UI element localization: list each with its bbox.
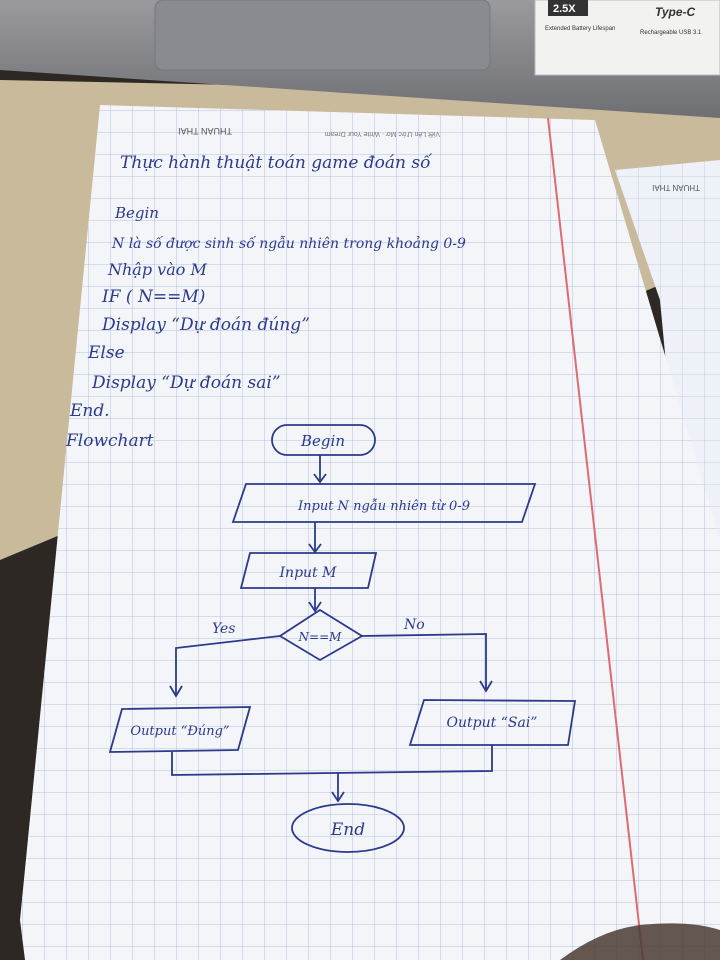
hand-shadow [560, 923, 720, 960]
output-false-label: Output “Sai” [447, 715, 538, 731]
battery-badge: 2.5X [553, 3, 576, 15]
yes-branch-line [175, 635, 281, 695]
input-m-label: Input M [279, 565, 338, 581]
second-notebook-brand: THUAN THAI [652, 183, 700, 192]
input-m-parallelogram [239, 552, 378, 589]
notebook-page: THUAN THAI Viết Lên Ước Mơ · Write Your … [20, 105, 720, 960]
flowchart-heading: Flowchart [65, 431, 154, 451]
decision-diamond [278, 608, 364, 662]
margin-line [547, 117, 644, 960]
arrowhead-decision [308, 601, 322, 613]
end-terminator [291, 803, 405, 853]
input-n-parallelogram [231, 483, 537, 523]
pseudocode-line-1: Begin [114, 204, 159, 222]
input-n-label: Input N ngẫu nhiên từ 0-9 [297, 498, 470, 514]
battery-brand: Type-C [655, 5, 696, 19]
begin-label: Begin [300, 432, 345, 450]
flowchart: Flowchart Begin Input N ngẫu nhiên từ 0-… [65, 424, 577, 853]
pseudocode-title: Thực hành thuật toán game đoán số [120, 153, 433, 173]
pseudocode-line-3: Nhập vào M [107, 260, 207, 279]
arrowhead-end [331, 791, 345, 803]
notebook-slogan: Viết Lên Ước Mơ · Write Your Dream [325, 130, 440, 139]
yes-label: Yes [212, 621, 236, 637]
merge-line [171, 745, 493, 776]
pseudocode-line-7: Display “Dự đoán sai” [91, 373, 281, 393]
output-true-parallelogram [108, 706, 252, 753]
decision-label: N==M [298, 630, 343, 644]
arrowhead-input-m [308, 543, 322, 554]
end-label: End [330, 820, 365, 840]
battery-package-label: 2.5X Extended Battery Lifespan Type-C Re… [534, 0, 720, 76]
arrowhead-input-n [313, 473, 327, 484]
no-branch-line [361, 633, 487, 690]
pseudocode-line-6: Else [87, 343, 125, 363]
pseudocode-line-5: Display “Dự đoán đúng” [101, 315, 310, 335]
pseudocode-line-8: End. [69, 401, 110, 421]
begin-terminator [271, 424, 376, 456]
arrowhead-no [479, 680, 493, 693]
pseudocode-block: Thực hành thuật toán game đoán số Begin … [69, 153, 466, 421]
pseudocode-line-2: N là số được sinh số ngẫu nhiên trong kh… [111, 235, 466, 252]
battery-line-1: Extended Battery Lifespan [545, 26, 615, 32]
notebook-brand: THUAN THAI [178, 126, 232, 136]
arrowhead-yes [169, 685, 183, 698]
laptop-touchpad [154, 0, 491, 71]
output-true-label: Output “Đúng” [130, 724, 229, 739]
battery-line-2: Rechargeable USB 3.1 [640, 30, 702, 36]
no-label: No [403, 617, 425, 633]
output-false-parallelogram [408, 699, 577, 746]
pseudocode-line-4: IF ( N==M) [101, 287, 205, 307]
